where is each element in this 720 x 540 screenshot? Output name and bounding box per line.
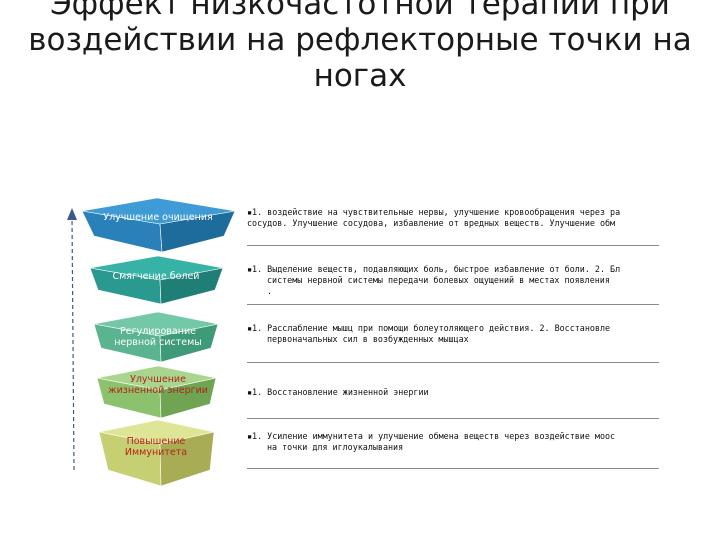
level-label-line: Улучшение bbox=[130, 374, 186, 385]
row-divider bbox=[247, 418, 659, 419]
level-face-top bbox=[96, 365, 217, 391]
title-line: ногах bbox=[313, 58, 407, 94]
bullet-icon: ▪ bbox=[247, 207, 253, 217]
description-text: 1. Восстановление жизненной энергии bbox=[252, 387, 429, 397]
pyramid-level bbox=[81, 197, 236, 253]
row-divider bbox=[247, 362, 659, 363]
description-text: 1. Расслабление мышц при помощи болеутол… bbox=[252, 323, 611, 333]
level-label-line: нервной системы bbox=[114, 337, 202, 348]
row-divider bbox=[247, 245, 659, 246]
description-first-line: ▪1. Восстановление жизненной энергии bbox=[247, 387, 720, 398]
title-line: воздействии на рефлекторные точки на bbox=[28, 22, 692, 58]
level-label: Улучшение очищения bbox=[88, 212, 228, 223]
level-description: ▪1. Выделение веществ, подавляющих боль,… bbox=[247, 264, 720, 297]
pyramid-level bbox=[89, 255, 224, 305]
description-text: 1. Усиление иммунитета и улучшение обмен… bbox=[252, 431, 616, 441]
level-label-line: Смягчение болей bbox=[112, 271, 200, 282]
description-first-line: ▪1. Усиление иммунитета и улучшение обме… bbox=[247, 431, 720, 442]
progress-arrow-head bbox=[67, 208, 77, 220]
description-first-line: ▪1. воздействие на чувствительные нервы,… bbox=[247, 207, 720, 218]
level-face-top bbox=[89, 255, 224, 281]
level-label: Смягчение болей bbox=[86, 271, 226, 282]
row-divider bbox=[247, 468, 659, 469]
description-first-line: ▪1. Выделение веществ, подавляющих боль,… bbox=[247, 264, 720, 275]
level-label-line: Улучшение очищения bbox=[103, 212, 213, 223]
description-line: на точки для иглоукалывания bbox=[267, 442, 404, 452]
level-description: ▪1. Восстановление жизненной энергии bbox=[247, 387, 720, 398]
level-face-top bbox=[81, 197, 236, 225]
level-face-top bbox=[98, 419, 215, 445]
bullet-icon: ▪ bbox=[247, 387, 253, 397]
title-line: Эффект низкочастотной терапии при bbox=[50, 0, 670, 22]
pyramid-level bbox=[98, 419, 215, 487]
bullet-icon: ▪ bbox=[247, 264, 253, 274]
level-label-line: Иммунитета bbox=[124, 447, 188, 458]
row-divider bbox=[247, 304, 659, 305]
description-text: 1. воздействие на чувствительные нервы, … bbox=[252, 207, 621, 217]
slide-title: Эффект низкочастотной терапии при воздей… bbox=[0, 0, 720, 94]
description-line: сосудов. Улучшение сосудова, избавление … bbox=[247, 218, 616, 228]
level-label-line: Регулирование bbox=[120, 326, 196, 337]
description-line: . bbox=[267, 286, 273, 296]
description-text: 1. Выделение веществ, подавляющих боль, … bbox=[252, 264, 621, 274]
pyramid-level bbox=[93, 311, 219, 363]
level-description: ▪1. воздействие на чувствительные нервы,… bbox=[247, 207, 720, 229]
level-description: ▪1. Расслабление мышц при помощи болеуто… bbox=[247, 323, 720, 345]
level-face-top bbox=[93, 311, 219, 337]
level-label-line: жизненной энергии bbox=[108, 385, 208, 396]
bullet-icon: ▪ bbox=[247, 431, 253, 441]
level-label-line: Повышение bbox=[126, 436, 186, 447]
description-line: системы нервной системы передачи болевых… bbox=[267, 275, 610, 285]
progress-arrow-line bbox=[71, 217, 75, 471]
description-line: первоначальных сил в возбужденных мышцах bbox=[267, 334, 469, 344]
pyramid-level bbox=[96, 365, 217, 419]
level-description: ▪1. Усиление иммунитета и улучшение обме… bbox=[247, 431, 720, 453]
bullet-icon: ▪ bbox=[247, 323, 253, 333]
description-first-line: ▪1. Расслабление мышц при помощи болеуто… bbox=[247, 323, 720, 334]
